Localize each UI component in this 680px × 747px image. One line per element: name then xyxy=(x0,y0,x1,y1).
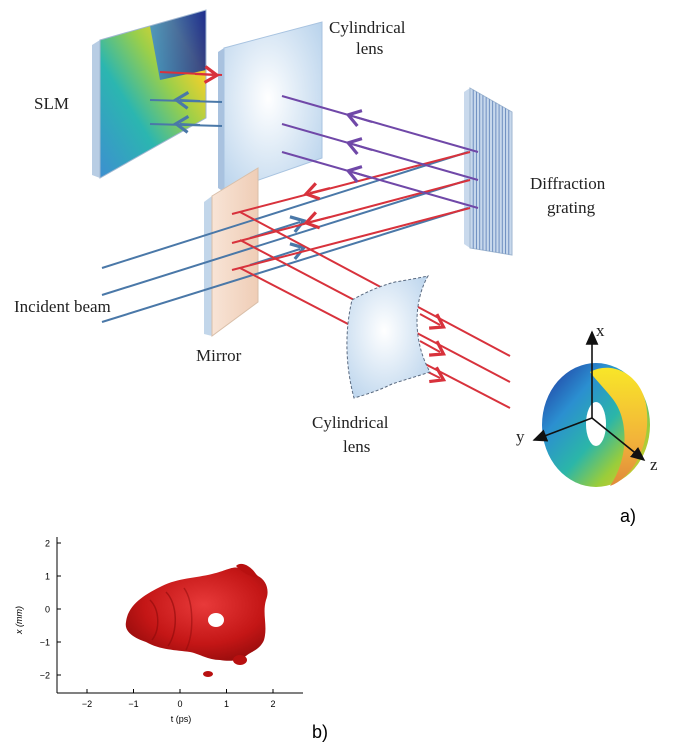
torus-pulse xyxy=(542,363,650,487)
x-tick-label: −2 xyxy=(82,699,92,709)
grating-label-1: Diffraction xyxy=(530,174,606,193)
y-tick-label: −2 xyxy=(40,671,50,681)
axis-y-label: y xyxy=(516,427,525,446)
pulse-isosurface xyxy=(125,563,268,677)
cyl-lens-bottom-label-1: Cylindrical xyxy=(312,413,389,432)
incident-beam-3 xyxy=(101,207,469,323)
incident-beam-label: Incident beam xyxy=(14,297,111,316)
diffraction-grating xyxy=(464,87,513,256)
panel-b: 2 1 0 −1 −2 −2 −1 0 1 2 x (mm) t (ps) b) xyxy=(14,537,328,742)
mirror-label: Mirror xyxy=(196,346,242,365)
slm-label: SLM xyxy=(34,94,69,113)
slm xyxy=(92,9,207,179)
cylindrical-lens-top xyxy=(218,21,323,193)
red-out-1 xyxy=(239,211,511,357)
cyl-lens-bottom-label-2: lens xyxy=(343,437,370,456)
y-axis xyxy=(532,417,593,442)
cyl-lens-top-label-2: lens xyxy=(356,39,383,58)
axis-z-label: z xyxy=(650,455,658,474)
incident-beam-2 xyxy=(101,179,469,296)
plot-xlabel: t (ps) xyxy=(171,714,192,724)
y-tick-label: −1 xyxy=(40,638,50,648)
x-tick-label: 0 xyxy=(177,699,182,709)
purple-beam-3 xyxy=(281,151,479,209)
y-ticks: 2 1 0 −1 −2 xyxy=(40,539,61,681)
axis-x-label: x xyxy=(596,321,605,340)
purple-beam-1 xyxy=(281,95,479,153)
cyl-lens-top-label-1: Cylindrical xyxy=(329,18,406,37)
x-tick-label: 1 xyxy=(224,699,229,709)
axes-triad xyxy=(532,330,646,462)
plot-ylabel: x (mm) xyxy=(14,606,24,635)
panel-a: x y z SLM Cylindrical lens Diffraction g… xyxy=(14,9,658,526)
red-beam-3 xyxy=(231,207,471,271)
grating-label-2: grating xyxy=(547,198,596,217)
red-beam-1 xyxy=(231,151,471,215)
x-ticks: −2 −1 0 1 2 xyxy=(82,689,276,709)
x-tick-label: −1 xyxy=(128,699,138,709)
purple-beam-2 xyxy=(281,123,479,181)
x-tick-label: 2 xyxy=(270,699,275,709)
panel-a-label: a) xyxy=(620,506,636,526)
y-tick-label: 2 xyxy=(45,539,50,549)
z-axis xyxy=(591,417,646,462)
red-beam-2 xyxy=(231,179,471,244)
panel-b-label: b) xyxy=(312,722,328,742)
y-tick-label: 0 xyxy=(45,605,50,615)
incident-beam-1 xyxy=(101,151,469,269)
y-tick-label: 1 xyxy=(45,572,50,582)
mirror xyxy=(204,167,259,337)
cylindrical-lens-bottom xyxy=(346,275,431,399)
